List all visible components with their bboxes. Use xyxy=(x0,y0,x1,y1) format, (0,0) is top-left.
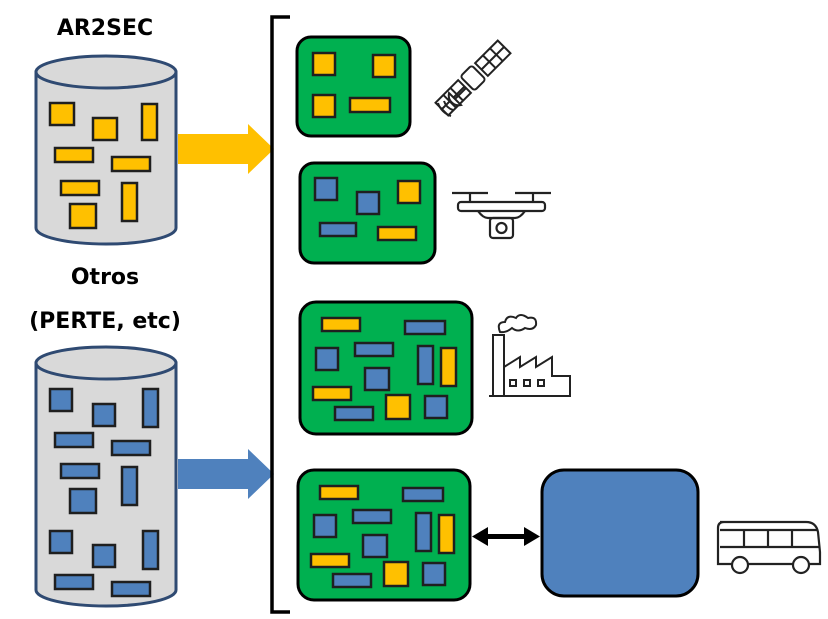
bracket xyxy=(270,15,290,614)
dataset-group-bus xyxy=(296,468,472,602)
dataset-group-drone xyxy=(298,161,437,265)
blue-arrow xyxy=(178,449,274,499)
dataset-group-satellite xyxy=(295,35,412,138)
bus-icon xyxy=(716,520,822,575)
dataset-group-factory xyxy=(298,300,474,436)
perte-label: (PERTE, etc) xyxy=(29,309,181,334)
satellite-icon xyxy=(434,39,512,117)
double-arrow xyxy=(472,527,540,546)
otros-database xyxy=(34,345,178,608)
otros-label: Otros xyxy=(70,265,140,290)
yellow-arrow xyxy=(178,124,274,174)
drone-icon xyxy=(452,191,551,240)
processing-box xyxy=(540,468,700,598)
ar2sec-database xyxy=(34,54,178,246)
ar2sec-label: AR2SEC xyxy=(56,16,154,41)
factory-icon xyxy=(489,314,571,397)
